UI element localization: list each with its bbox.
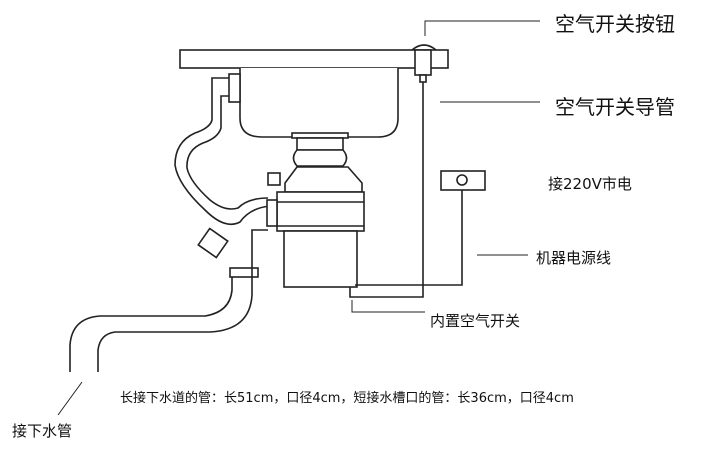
leader-button	[424, 20, 540, 36]
sink-bowl	[239, 68, 399, 138]
label-builtin-air-switch: 内置空气开关	[430, 312, 521, 330]
sink-drain-hose	[174, 77, 271, 226]
power-outlet	[440, 170, 486, 191]
label-power-cord: 机器电源线	[536, 249, 612, 267]
disposer-upper	[284, 166, 363, 193]
leader-builtin	[351, 300, 425, 313]
air-tube	[349, 82, 424, 298]
countertop	[179, 49, 449, 69]
disposer-lower	[283, 230, 358, 288]
power-cord	[355, 190, 463, 286]
check-valve	[197, 227, 229, 259]
pipe-spec-note: 长接下水道的管：长51cm，口径4cm，短接水槽口的管：长36cm，口径4cm	[120, 391, 574, 406]
pipe-clamp	[229, 267, 259, 278]
sewer-pipe	[69, 277, 233, 372]
label-power-220v: 接220V市电	[548, 175, 632, 193]
label-air-switch-button: 空气开关按钮	[555, 12, 675, 36]
leader-drain	[57, 381, 83, 416]
label-air-switch-tube: 空气开关导管	[555, 95, 675, 119]
sink-outlet	[228, 73, 241, 103]
label-drain-pipe: 接下水管	[12, 422, 73, 440]
disposer-middle	[276, 191, 365, 232]
air-button	[411, 44, 437, 51]
